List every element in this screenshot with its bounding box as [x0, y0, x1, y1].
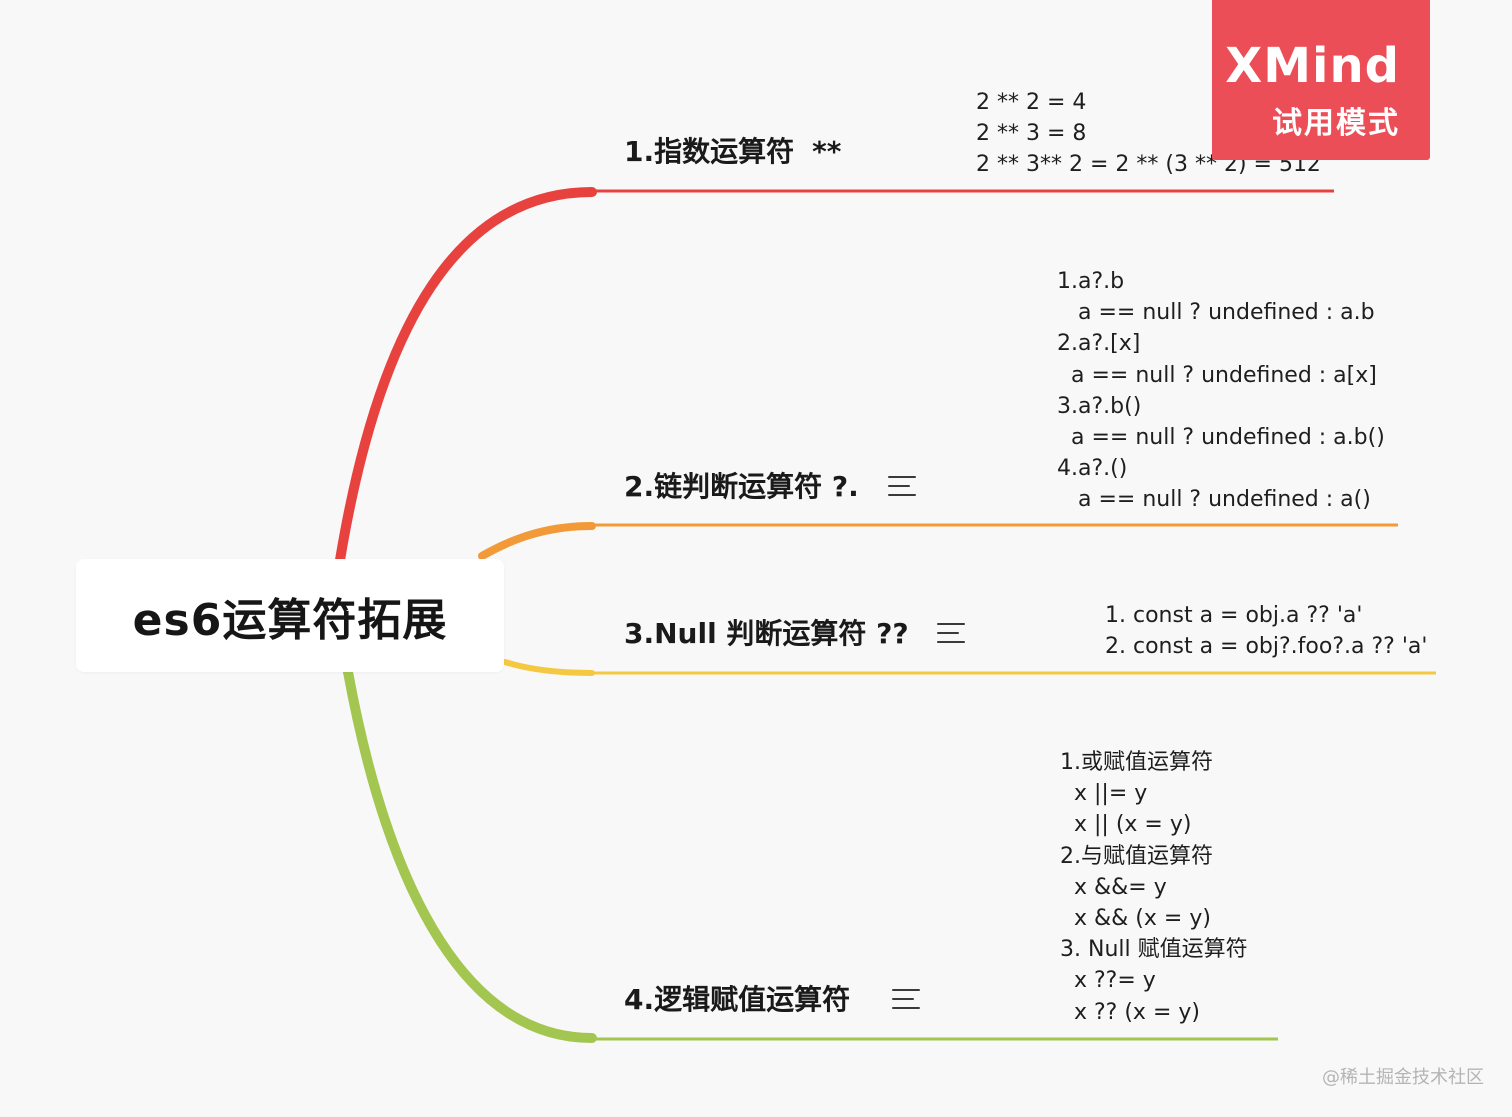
branch-connector-logical-assign — [343, 667, 597, 1043]
branch-details-nullish: 1. const a = obj.a ?? 'a' 2. const a = ob… — [1105, 600, 1427, 662]
detail-line: 1.或赋值运算符 — [1060, 750, 1213, 775]
detail-line: 2 ** 2 = 4 — [976, 90, 1087, 115]
note-icon[interactable] — [937, 621, 965, 645]
root-topic[interactable]: es6运算符拓展 — [76, 559, 504, 672]
branch-details-optional-chaining: 1.a?.b a == null ? undefined : a.b 2.a?.[… — [1057, 266, 1385, 516]
trial-mode-label: 试用模式 — [1272, 106, 1400, 141]
detail-line: 3. Null 赋值运算符 — [1060, 937, 1248, 963]
detail-line: 2.a?.[x] — [1057, 331, 1141, 357]
branch-title-logical-assign[interactable]: 4.逻辑赋值运算符 — [624, 983, 850, 1017]
branch-title-text: 3.Null 判断运算符 ?? — [624, 617, 909, 650]
branch-title-exponent[interactable]: 1.指数运算符 ** — [624, 135, 841, 169]
detail-line: 4.a?.() — [1057, 456, 1128, 482]
branch-title-mark: ** — [812, 135, 842, 168]
branch-title-text: 1.指数运算符 — [624, 135, 795, 168]
detail-line: x &&= y — [1060, 874, 1167, 900]
detail-line: 2 ** 3** 2 = 2 ** (3 ** 2) = 512 — [976, 152, 1321, 178]
branch-connector-exponent — [335, 187, 597, 565]
detail-line: a == null ? undefined : a.b() — [1057, 424, 1385, 450]
note-icon[interactable] — [888, 474, 916, 498]
detail-line: 2.与赋值运算符 — [1060, 843, 1213, 869]
detail-line: 2. const a = obj?.foo?.a ?? 'a' — [1105, 634, 1428, 660]
branch-title-text: 2.链判断运算符 ?. — [624, 470, 859, 503]
branch-title-optional-chaining[interactable]: 2.链判断运算符 ?. — [624, 470, 859, 504]
root-title: es6运算符拓展 — [132, 594, 448, 646]
detail-line: a == null ? undefined : a() — [1057, 487, 1371, 513]
detail-line: x || (x = y) — [1060, 812, 1192, 838]
note-icon[interactable] — [892, 987, 920, 1011]
detail-line: 1.a?.b — [1057, 269, 1125, 294]
branch-title-text: 4.逻辑赋值运算符 — [624, 983, 851, 1016]
branch-connector-optional-chaining — [478, 522, 596, 560]
detail-line: 2 ** 3 = 8 — [976, 121, 1087, 147]
branch-details-logical-assign: 1.或赋值运算符 x ||= y x || (x = y) 2.与赋值运算符 x … — [1060, 747, 1248, 1028]
xmind-logo: XMind — [1225, 38, 1400, 94]
branch-details-exponent: 2 ** 2 = 4 2 ** 3 = 8 2 ** 3** 2 = 2 ** (3… — [976, 87, 1321, 181]
detail-line: x && (x = y) — [1060, 905, 1211, 931]
branch-title-nullish[interactable]: 3.Null 判断运算符 ?? — [624, 617, 909, 651]
detail-line: x ||= y — [1060, 781, 1148, 807]
branch-connector-nullish — [502, 659, 595, 676]
detail-line: 1. const a = obj.a ?? 'a' — [1105, 603, 1363, 628]
trial-watermark: XMind 试用模式 — [1212, 0, 1430, 160]
detail-line: 3.a?.b() — [1057, 393, 1142, 419]
detail-line: a == null ? undefined : a[x] — [1057, 362, 1377, 388]
detail-line: a == null ? undefined : a.b — [1057, 300, 1375, 326]
source-credit: @稀土掘金技术社区 — [1322, 1067, 1484, 1088]
detail-line: x ?? (x = y) — [1060, 999, 1200, 1025]
detail-line: x ??= y — [1060, 968, 1156, 994]
